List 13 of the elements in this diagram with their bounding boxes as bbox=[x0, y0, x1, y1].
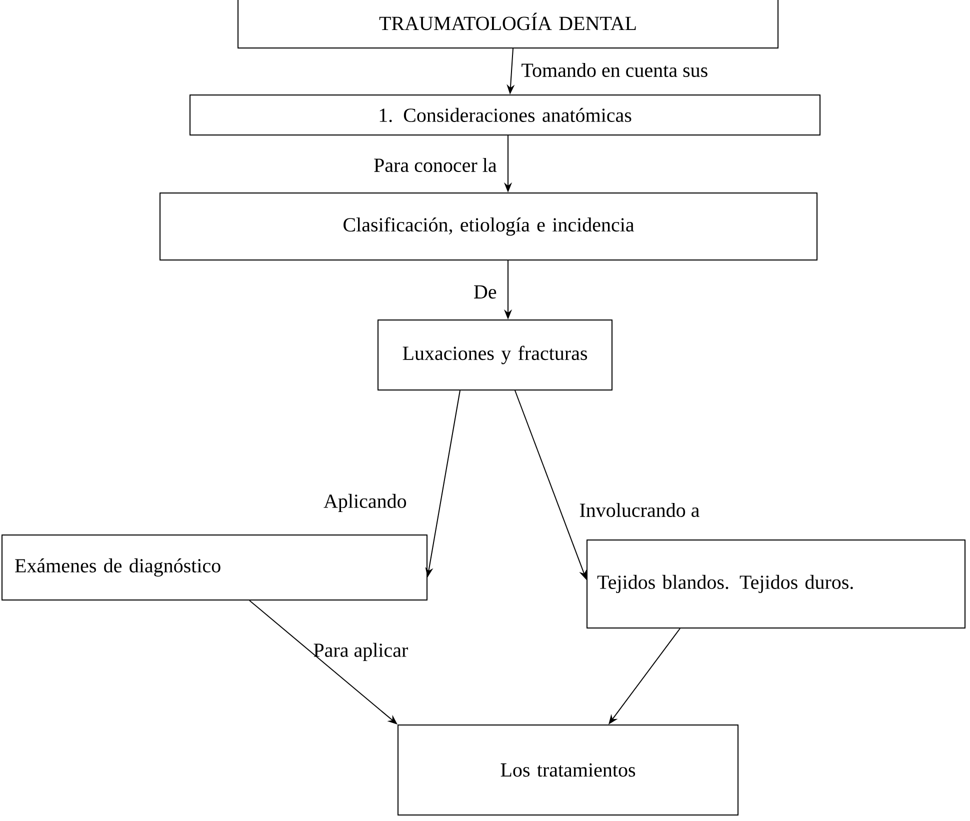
process-box: Exámenes de diagnóstico bbox=[2, 534, 428, 600]
process-box: TRAUMATOLOGÍA DENTAL bbox=[238, 0, 778, 48]
edge-label: Para aplicar bbox=[314, 642, 408, 662]
edge-label: Para conocer la bbox=[374, 158, 497, 172]
edge-label: Tomando en cuenta sus bbox=[522, 62, 708, 78]
edge-label: Aplicando bbox=[324, 494, 406, 512]
process-box: Los tratamientos bbox=[398, 724, 738, 816]
edge-label: Involucrando a bbox=[580, 502, 700, 518]
process-box: 1. Consideraciones anatómicas bbox=[190, 94, 820, 136]
process-box: Clasificación, etiología e incidencia bbox=[160, 192, 818, 260]
process-box: Tejidos blandos. Tejidos duros. bbox=[586, 540, 966, 628]
process-box: Luxaciones y fracturas bbox=[378, 320, 612, 390]
edge-label: De bbox=[474, 285, 496, 299]
